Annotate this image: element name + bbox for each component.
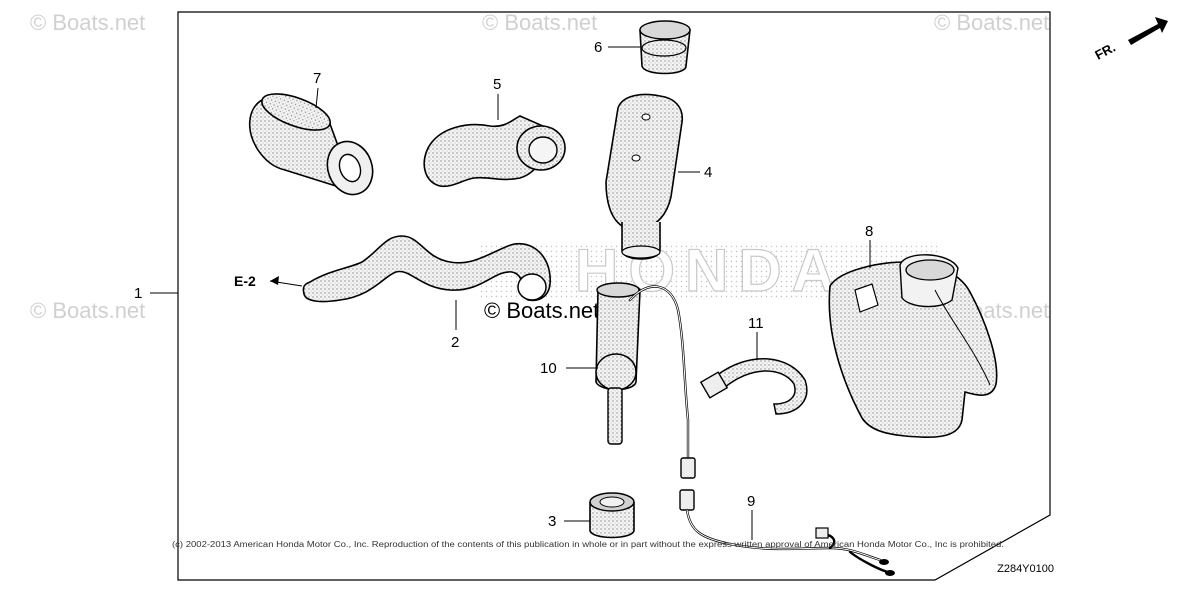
honda-logo-text: HONDA (575, 237, 845, 304)
callout-3[interactable]: 3 (548, 513, 556, 530)
callout-9[interactable]: 9 (747, 493, 755, 510)
part-9-wire-harness[interactable] (679, 489, 895, 576)
part-4-housing[interactable] (605, 93, 684, 260)
front-direction-indicator: FR. (1092, 17, 1168, 63)
part-2-long-hose[interactable] (302, 235, 551, 303)
assembly-frame (177, 11, 1051, 581)
reference-arrow-icon (270, 276, 279, 285)
diagram-code: Z284Y0100 (997, 563, 1054, 575)
watermark-top-center: © Boats.net (482, 10, 597, 35)
callout-7[interactable]: 7 (313, 70, 321, 87)
callout-4[interactable]: 4 (704, 164, 712, 181)
part-7-tube[interactable] (249, 87, 380, 201)
part-8-cover[interactable] (828, 254, 998, 438)
reference-e2[interactable]: E-2 (234, 273, 256, 289)
fr-label: FR. (1092, 40, 1118, 63)
callout-10[interactable]: 10 (540, 360, 557, 377)
leader-7 (315, 87, 319, 109)
callout-6[interactable]: 6 (594, 39, 602, 56)
watermark-top-left: © Boats.net (30, 10, 145, 35)
part-3-grommet[interactable] (589, 492, 635, 539)
copyright-notice: (c) 2002-2013 American Honda Motor Co., … (172, 540, 1004, 549)
callout-2[interactable]: 2 (451, 334, 459, 351)
front-arrow-icon (1128, 17, 1168, 45)
callout-8[interactable]: 8 (865, 223, 873, 240)
watermark-center: © Boats.net (484, 298, 599, 323)
watermark-mid-left: © Boats.net (30, 298, 145, 323)
callout-5[interactable]: 5 (493, 76, 501, 93)
part-5-elbow-hose[interactable] (423, 115, 566, 188)
watermark-top-right: © Boats.net (934, 10, 1049, 35)
part-10-sensor[interactable] (595, 282, 696, 479)
callout-1[interactable]: 1 (134, 285, 142, 302)
part-11-cable-tie[interactable] (699, 357, 808, 415)
callout-11[interactable]: 11 (748, 315, 764, 332)
part-6-cap[interactable] (639, 20, 691, 75)
